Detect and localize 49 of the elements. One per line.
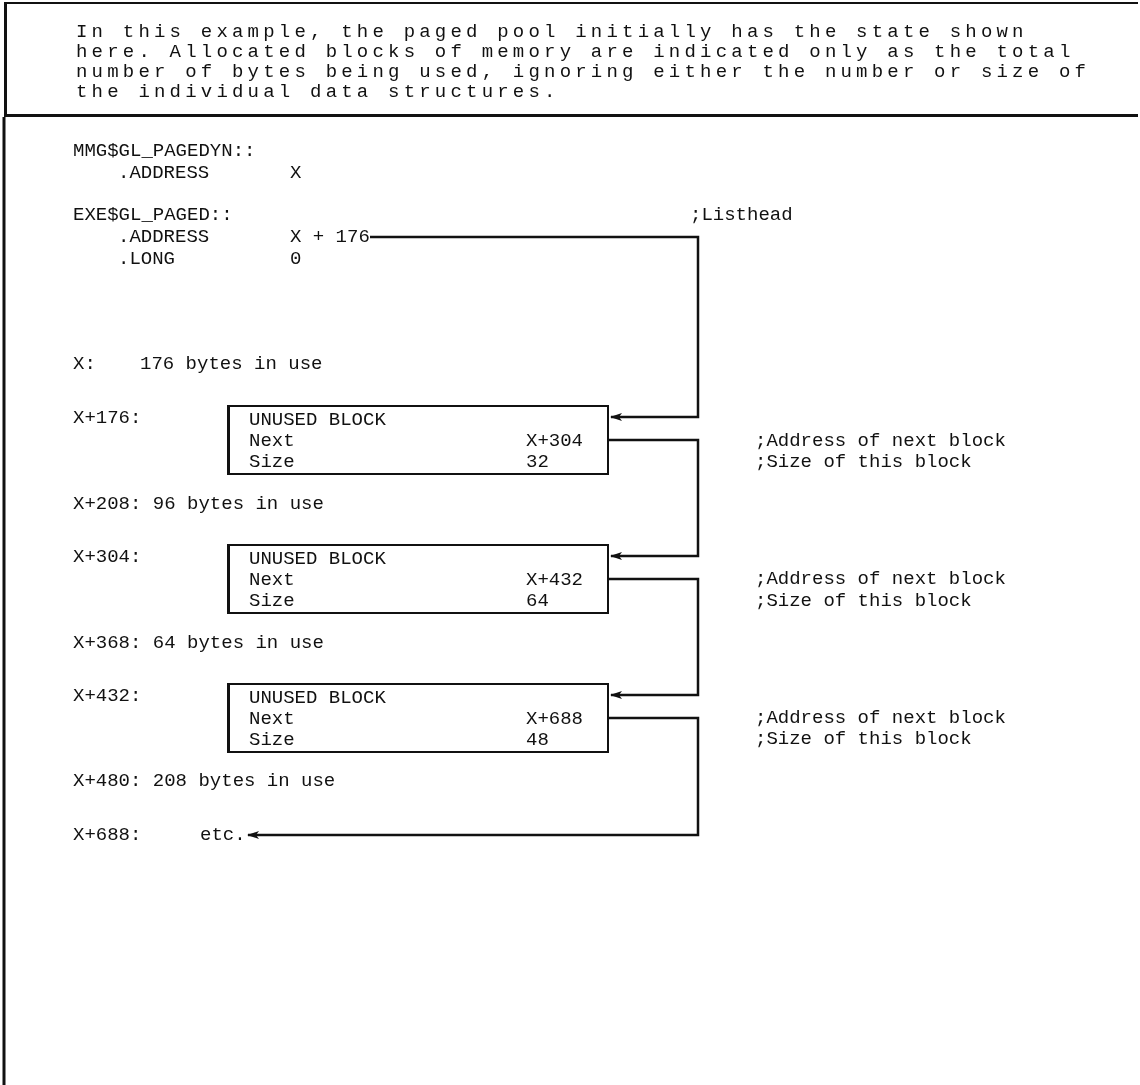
listing-text: X: bbox=[73, 353, 96, 375]
listing-text: .ADDRESS bbox=[118, 162, 210, 184]
listing-text: MMG$GL_PAGEDYN:: bbox=[73, 140, 256, 162]
field-name: Size bbox=[249, 590, 295, 612]
listing-text: X+368: 64 bytes in use bbox=[73, 632, 324, 654]
listing-text: X+688: bbox=[73, 824, 142, 846]
comment-text: ;Size of this block bbox=[755, 451, 972, 473]
pointer-arrow bbox=[370, 235, 700, 421]
listing-text: X+480: 208 bytes in use bbox=[73, 770, 336, 792]
field-value: 64 bbox=[526, 590, 549, 612]
listing-text: X+432: bbox=[73, 685, 142, 707]
memory-block bbox=[227, 544, 609, 614]
comment-text: ;Address of next block bbox=[755, 707, 1006, 729]
comment-text: ;Size of this block bbox=[755, 590, 972, 612]
listing-text: etc. bbox=[200, 824, 246, 846]
pointer-value: X + 176 bbox=[290, 226, 370, 248]
listing-text: X+176: bbox=[73, 407, 142, 429]
field-value: X+688 bbox=[526, 708, 583, 730]
listing-text: .LONG bbox=[118, 248, 175, 270]
field-value: X+432 bbox=[526, 569, 583, 591]
pointer-arrow bbox=[247, 716, 700, 839]
listing-text: X+208: 96 bytes in use bbox=[73, 493, 324, 515]
comment-text: ;Listhead bbox=[690, 204, 793, 226]
listing-text: EXE$GL_PAGED:: bbox=[73, 204, 233, 226]
field-name: Next bbox=[249, 569, 295, 591]
comment-text: ;Address of next block bbox=[755, 430, 1006, 452]
field-name: Size bbox=[249, 729, 295, 751]
block-heading: UNUSED BLOCK bbox=[249, 548, 386, 570]
field-value: 32 bbox=[526, 451, 549, 473]
listing-text: X+304: bbox=[73, 546, 142, 568]
description-panel bbox=[4, 2, 1138, 117]
field-value: X+304 bbox=[526, 430, 583, 452]
block-heading: UNUSED BLOCK bbox=[249, 409, 386, 431]
comment-text: ;Address of next block bbox=[755, 568, 1006, 590]
listing-text: .ADDRESS bbox=[118, 226, 210, 248]
comment-text: ;Size of this block bbox=[755, 728, 972, 750]
description-text: In this example, the paged pool initially has the state shown here. Allocated blocks of memory are indicated only as the total number of bytes being used, ignoring either the number or size of the individual data structures. bbox=[76, 22, 1092, 102]
listing-text: 176 bytes in use bbox=[140, 353, 323, 375]
pointer-arrow bbox=[609, 577, 700, 699]
memory-block bbox=[227, 405, 609, 475]
listing-text: X bbox=[290, 162, 302, 184]
block-heading: UNUSED BLOCK bbox=[249, 687, 386, 709]
field-name: Next bbox=[249, 430, 295, 452]
field-name: Next bbox=[249, 708, 295, 730]
field-value: 48 bbox=[526, 729, 549, 751]
memory-block bbox=[227, 683, 609, 753]
pointer-arrow bbox=[609, 438, 700, 560]
listing-text: 0 bbox=[290, 248, 302, 270]
field-name: Size bbox=[249, 451, 295, 473]
